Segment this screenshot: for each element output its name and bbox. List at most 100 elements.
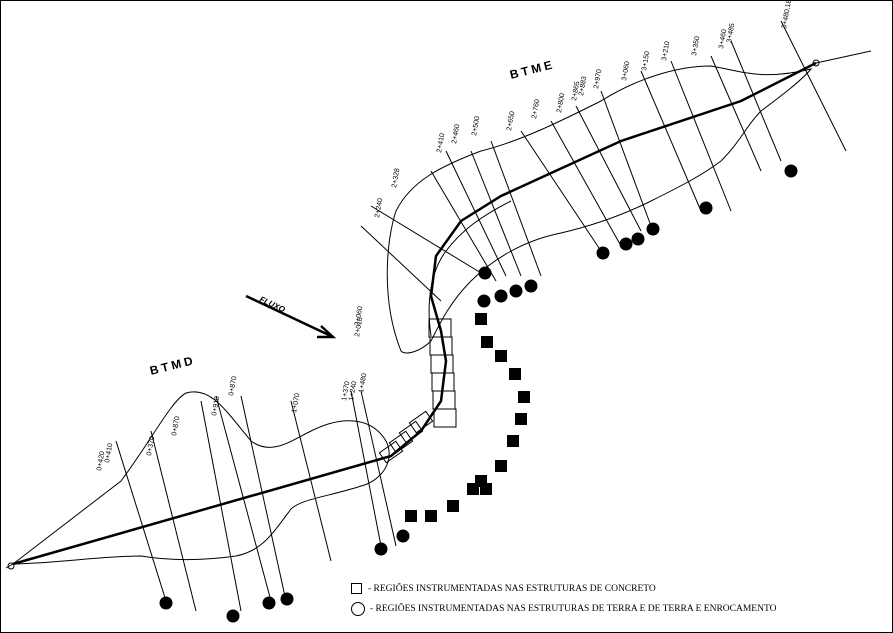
concrete-marker-box [405,510,417,522]
earth-marker-number-right: 7 [514,287,519,296]
earth-marker-circle-right [494,289,508,303]
earth-marker-circle-left [280,592,294,606]
station-line-right [360,225,442,302]
station-line-left [200,400,242,612]
concrete-marker-number: 3 [429,512,434,521]
station-line-right [445,150,507,277]
earth-marker-number-right: 6 [529,282,534,291]
concrete-marker-box [518,391,530,403]
station-label-left: 0+370 [146,436,156,457]
concrete-block [388,430,414,454]
concrete-block [408,410,434,434]
left-end-node [7,562,15,570]
concrete-marker-box [509,368,521,380]
concrete-marker-number: 5 [519,415,524,424]
station-label-left: 1+240 [348,381,358,402]
station-label-left: 0+420 [96,451,106,472]
concrete-marker-number: 5 [471,485,476,494]
station-label-right: 3+060 [621,61,631,82]
legend-earth-text: - REGIÕES INSTRUMENTADAS NAS ESTRUTURAS … [370,604,777,614]
earth-marker-number-left: 6 [401,532,406,541]
station-label-right: 3+480,18 [781,1,793,29]
earth-marker-number-right: 4 [624,240,629,249]
earth-marker-circle-right [477,294,491,308]
concrete-marker-box [475,475,487,487]
station-line-right [710,55,762,172]
station-line-left [290,400,332,562]
concrete-block [430,354,454,374]
station-label-right: 3+350 [691,36,701,57]
station-label-right: 2+883 [578,76,588,97]
concrete-marker-number: 6 [511,437,516,446]
concrete-marker-number: 2 [409,512,414,521]
earth-marker-number-right: 5 [601,249,606,258]
right-inner-curve [428,200,512,337]
concrete-marker-number: 6 [479,477,484,486]
station-label-right: 3+485 [726,23,736,44]
station-line-right [520,130,602,252]
station-label-right: 2+060 [354,306,364,327]
concrete-marker-box [425,510,437,522]
station-label-left: 0+870 [171,416,181,437]
station-label-left: 0+870 [228,376,238,397]
station-label-left: 1+070 [291,393,301,414]
earth-marker-circle-right [699,201,713,215]
earth-marker-number-right: 8 [499,292,504,301]
station-label-right: 2+865 [571,81,581,102]
zone-label-btmd: BTMD [148,353,197,378]
concrete-marker-number: 4 [522,393,527,402]
earth-marker-number-left: 4 [285,595,290,604]
earth-marker-circle-left [226,609,240,623]
station-label-right: 2+240 [374,198,384,219]
station-label-right: 2+460 [451,124,461,145]
station-line-right [430,170,497,282]
earth-marker-circle-right [784,164,798,178]
station-label-right: 3+210 [661,41,671,62]
station-line-right [370,205,487,277]
concrete-marker-box [507,435,519,447]
concrete-block [433,408,457,428]
earth-marker-number-right: 9 [482,297,487,306]
station-label-right: 2+410 [436,133,446,154]
earth-marker-circle-right [509,284,523,298]
earth-marker-number-left: 1 [164,599,169,608]
square-symbol-icon [351,583,362,594]
concrete-block [429,336,453,356]
right-end-node [812,59,820,67]
concrete-marker-number: 1 [484,485,489,494]
station-label-right: 2+650 [506,111,516,132]
station-line-left [150,430,197,612]
station-label-right: 2+800 [556,93,566,114]
station-line-left [215,395,272,602]
earth-marker-circle-left [159,596,173,610]
station-line-right [640,70,702,212]
station-line-left [240,395,287,602]
concrete-marker-box [447,500,459,512]
station-line-right [575,105,642,232]
station-label-right: 2+328 [391,168,401,189]
earth-marker-number-right: 2 [651,225,656,234]
station-label-left: 0+910 [211,396,221,417]
dam-axis [12,61,817,566]
legend-concrete: - REGIÕES INSTRUMENTADAS NAS ESTRUTURAS … [351,583,656,594]
concrete-marker-number: 0 [479,315,484,324]
earth-marker-circle-right [478,266,492,280]
concrete-marker-box [481,336,493,348]
station-label-right: 3+150 [641,51,651,72]
circle-symbol-icon [351,602,365,616]
earth-marker-circle-right [631,232,645,246]
earth-marker-number-right: 1 [704,204,709,213]
concrete-marker-box [515,413,527,425]
earth-marker-number-left: 2 [231,612,236,621]
station-line-right [780,20,847,152]
earth-marker-circle-right [596,246,610,260]
axis-end-right [815,50,872,64]
right-dam-outline [386,65,813,354]
earth-marker-circle-left [396,529,410,543]
station-label-right: 2+016 [354,317,364,338]
station-line-right [470,150,522,277]
earth-marker-number-left: 5 [379,545,384,554]
concrete-marker-box [475,313,487,325]
